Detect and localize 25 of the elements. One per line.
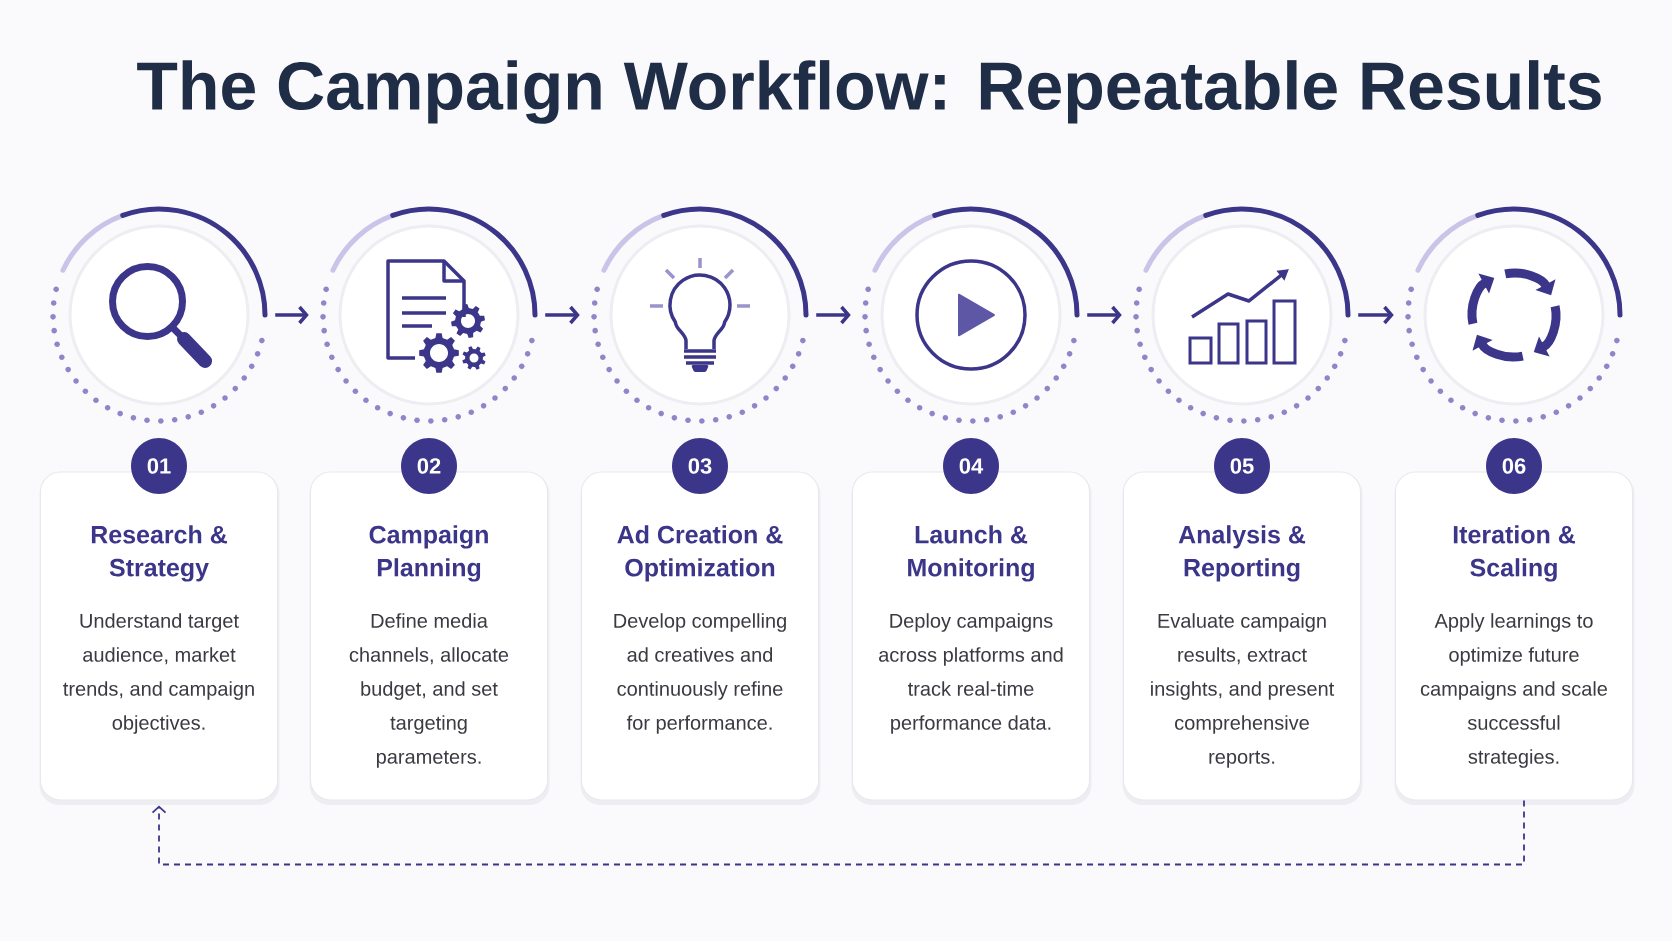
card-text: Understand target audience, market trends, and campaign objectives. — [63, 613, 254, 734]
card-title: Research & Strategy — [91, 525, 227, 582]
card-text: Deploy campaigns across platforms and track real-time performance data. — [879, 613, 1063, 734]
card-title: Iteration & Scaling — [1453, 525, 1575, 582]
card-title: Ad Creation & Optimization — [617, 525, 783, 582]
number-badge: 05 — [1214, 438, 1270, 494]
arrow — [275, 305, 309, 325]
number-badge: 02 — [401, 438, 457, 494]
arrow — [816, 305, 851, 325]
number-badge: 01 — [131, 438, 187, 494]
card-text: Define media channels, allocate budget, and set targeting parameters. — [349, 613, 509, 768]
card-title: Campaign Planning — [369, 525, 488, 582]
dashed-arrow — [151, 799, 1525, 866]
arrow — [545, 305, 580, 325]
card-title: Analysis & Reporting — [1178, 525, 1306, 582]
number-badge: 06 — [1486, 438, 1542, 494]
card-text: Develop compelling ad creatives and continuously refine for performance. — [614, 613, 786, 734]
card-title: Launch & Monitoring — [908, 525, 1034, 582]
card-text: Evaluate campaign results, extract insights, and present comprehensive reports. — [1151, 613, 1335, 768]
number-badge: 04 — [943, 438, 999, 494]
number-badge: 03 — [672, 438, 728, 494]
card-text: Apply learnings to optimize future campaigns and scale successful strategies. — [1420, 613, 1607, 768]
arrow — [1087, 305, 1122, 325]
title: The Campaign Workflow: Repeatable Results — [137, 60, 1601, 124]
arrow — [1358, 305, 1394, 325]
